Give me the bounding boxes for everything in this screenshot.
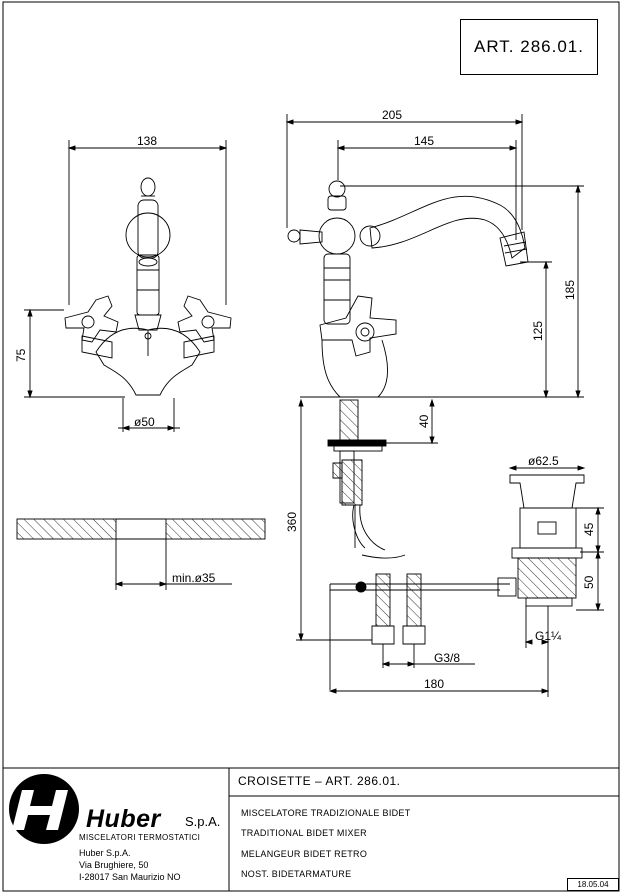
- dim-waste-diameter: ø62.5: [528, 454, 559, 468]
- title-block-frame: [3, 767, 619, 891]
- dim-side-lever: 125: [531, 321, 545, 341]
- dim-tail-length: 360: [285, 512, 299, 532]
- counter-section: [16, 518, 266, 590]
- dim-waste-lower: 50: [582, 575, 596, 589]
- description-line: MELANGEUR BIDET RETRO: [241, 849, 368, 859]
- dim-front-height: 75: [14, 348, 28, 362]
- side-view: [285, 114, 584, 399]
- dim-waste-span: 180: [424, 677, 444, 691]
- article-code-box: ART. 286.01.: [460, 19, 598, 75]
- underdeck-section: [296, 398, 604, 697]
- company-address-line: Via Brughiere, 50: [79, 860, 149, 870]
- description-line: NOST. BIDETARMATURE: [241, 869, 352, 879]
- company-address-line: I-28017 San Maurizio NO: [79, 872, 181, 882]
- description-line: MISCELATORE TRADIZIONALE BIDET: [241, 808, 411, 818]
- front-view: [24, 140, 232, 432]
- dim-side-height: 185: [563, 280, 577, 300]
- dim-counter-hole: min.ø35: [172, 571, 216, 585]
- dimension-labels: 138 75 ø50 min.ø35 205 145 185 125 40 36…: [14, 108, 596, 691]
- dim-side-width: 205: [382, 108, 402, 122]
- article-code: ART. 286.01.: [474, 37, 584, 56]
- dim-waste-thread: G1¼: [535, 629, 562, 643]
- company-address-line: Huber S.p.A.: [79, 848, 131, 858]
- drawing-date: 18.05.04: [567, 878, 619, 891]
- drawing-title: CROISETTE – ART. 286.01.: [238, 774, 401, 788]
- dim-inlet-thread: G3/8: [434, 651, 460, 665]
- dim-deck-thickness: 40: [417, 414, 431, 428]
- dim-front-diameter: ø50: [134, 415, 155, 429]
- company-tagline: MISCELATORI TERMOSTATICI: [79, 833, 201, 842]
- dim-waste-upper: 45: [582, 522, 596, 536]
- huber-logo-icon: [9, 774, 79, 844]
- company-suffix: S.p.A.: [185, 814, 221, 829]
- description-line: TRADITIONAL BIDET MIXER: [241, 828, 367, 838]
- dim-front-width: 138: [137, 134, 157, 148]
- dim-side-spout: 145: [414, 134, 434, 148]
- company-brand: Huber: [86, 805, 161, 833]
